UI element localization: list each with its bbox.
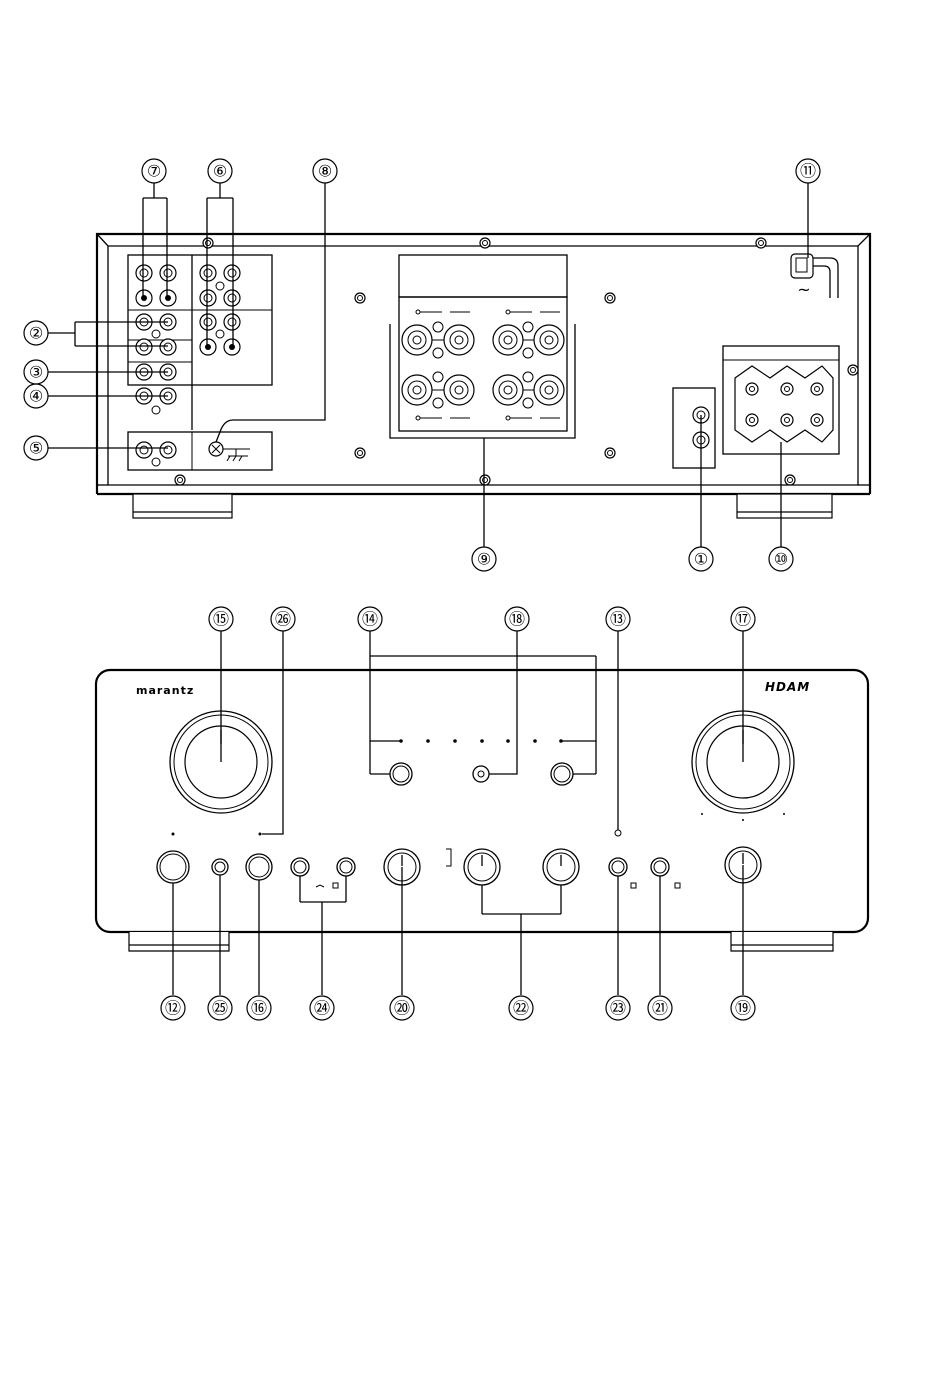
standby-indicator bbox=[615, 830, 621, 836]
svg-text:⑬: ⑬ bbox=[610, 610, 626, 629]
svg-text:⑭: ⑭ bbox=[362, 610, 378, 629]
svg-text:①: ① bbox=[694, 550, 708, 569]
svg-text:㉑: ㉑ bbox=[652, 999, 668, 1018]
svg-text:⑱: ⑱ bbox=[509, 610, 525, 629]
callout-5: ⑤ bbox=[24, 436, 48, 460]
svg-text:⑤: ⑤ bbox=[29, 439, 43, 458]
callout-3: ③ bbox=[24, 360, 48, 384]
svg-text:㉕: ㉕ bbox=[212, 999, 228, 1018]
input-indicator-leds bbox=[399, 739, 563, 743]
svg-text:②: ② bbox=[29, 324, 43, 343]
power-indicator bbox=[172, 833, 175, 836]
rear-foot-left bbox=[133, 494, 232, 518]
callout-15: ⑮ bbox=[209, 607, 233, 631]
callout-2: ② bbox=[24, 321, 48, 345]
callout-26: ㉖ bbox=[271, 607, 295, 631]
rear-foot-right bbox=[737, 494, 832, 518]
callout-10: ⑩ bbox=[769, 547, 793, 571]
speaker-button-a[interactable] bbox=[291, 858, 309, 876]
callout-25: ㉕ bbox=[208, 996, 232, 1020]
callout-16: ⑯ bbox=[247, 996, 271, 1020]
ac-symbol-icon: ~ bbox=[797, 280, 810, 299]
callout-13: ⑬ bbox=[606, 607, 630, 631]
rca-input-panel bbox=[128, 255, 272, 470]
svg-text:㉒: ㉒ bbox=[513, 999, 529, 1018]
binding-post bbox=[402, 372, 474, 408]
remote-sensor bbox=[473, 766, 489, 782]
svg-text:⑨: ⑨ bbox=[477, 550, 491, 569]
svg-text:⑲: ⑲ bbox=[735, 999, 751, 1018]
svg-text:㉖: ㉖ bbox=[275, 610, 291, 629]
rca-jack bbox=[136, 265, 176, 466]
rear-panel: ~ bbox=[48, 183, 870, 547]
remote-jack-panel bbox=[673, 388, 715, 468]
svg-text:⑪: ⑪ bbox=[800, 162, 816, 181]
callout-23: ㉓ bbox=[606, 996, 630, 1020]
svg-text:④: ④ bbox=[29, 387, 43, 406]
treble-knob[interactable] bbox=[543, 849, 579, 885]
speaker-button-b[interactable] bbox=[337, 858, 355, 876]
ac-outlet-panel bbox=[723, 346, 839, 454]
callout-18: ⑱ bbox=[505, 607, 529, 631]
rear-screws bbox=[175, 238, 858, 485]
svg-text:⑫: ⑫ bbox=[165, 999, 181, 1018]
speaker-terminals bbox=[390, 255, 575, 438]
callout-21: ㉑ bbox=[648, 996, 672, 1020]
svg-text:⑥: ⑥ bbox=[213, 162, 227, 181]
binding-post bbox=[493, 372, 564, 408]
callout-1: ① bbox=[689, 547, 713, 571]
callout-8: ⑧ bbox=[313, 159, 337, 183]
callout-12: ⑫ bbox=[161, 996, 185, 1020]
front-panel: marantz HDAM bbox=[96, 631, 868, 995]
callout-4: ④ bbox=[24, 384, 48, 408]
svg-text:㉓: ㉓ bbox=[610, 999, 626, 1018]
hdam-badge: HDAM bbox=[765, 680, 810, 694]
svg-text:⑩: ⑩ bbox=[774, 550, 788, 569]
ground-symbol-icon bbox=[227, 449, 248, 461]
binding-post bbox=[402, 322, 474, 358]
svg-text:㉔: ㉔ bbox=[314, 999, 330, 1018]
callout-9: ⑨ bbox=[472, 547, 496, 571]
mode-indicator bbox=[259, 833, 262, 836]
svg-text:⑧: ⑧ bbox=[318, 162, 332, 181]
callout-17: ⑰ bbox=[731, 607, 755, 631]
callout-11: ⑪ bbox=[796, 159, 820, 183]
callout-24: ㉔ bbox=[310, 996, 334, 1020]
front-leader-lines bbox=[173, 631, 743, 995]
callout-22: ㉒ bbox=[509, 996, 533, 1020]
svg-text:⑦: ⑦ bbox=[147, 162, 161, 181]
svg-text:⑳: ⑳ bbox=[394, 999, 410, 1018]
callout-6: ⑥ bbox=[208, 159, 232, 183]
callout-19: ⑲ bbox=[731, 996, 755, 1020]
svg-text:⑮: ⑮ bbox=[213, 610, 229, 629]
tone-defeat-button[interactable] bbox=[609, 858, 627, 876]
callout-14: ⑭ bbox=[358, 607, 382, 631]
headphone-jack[interactable] bbox=[212, 859, 228, 875]
svg-text:⑯: ⑯ bbox=[251, 999, 267, 1018]
bass-knob[interactable] bbox=[464, 849, 500, 885]
rear-leader-lines bbox=[48, 183, 808, 547]
callout-7: ⑦ bbox=[142, 159, 166, 183]
mode-button[interactable] bbox=[246, 854, 272, 880]
svg-text:⑰: ⑰ bbox=[735, 610, 751, 629]
binding-post bbox=[493, 322, 564, 358]
brand-logo: marantz bbox=[136, 684, 194, 697]
svg-text:③: ③ bbox=[29, 363, 43, 382]
input-button-left[interactable] bbox=[390, 763, 412, 785]
ground-terminal bbox=[209, 442, 250, 456]
input-button-right[interactable] bbox=[551, 763, 573, 785]
loudness-button[interactable] bbox=[651, 858, 669, 876]
callout-20: ⑳ bbox=[390, 996, 414, 1020]
power-button[interactable] bbox=[157, 851, 189, 883]
